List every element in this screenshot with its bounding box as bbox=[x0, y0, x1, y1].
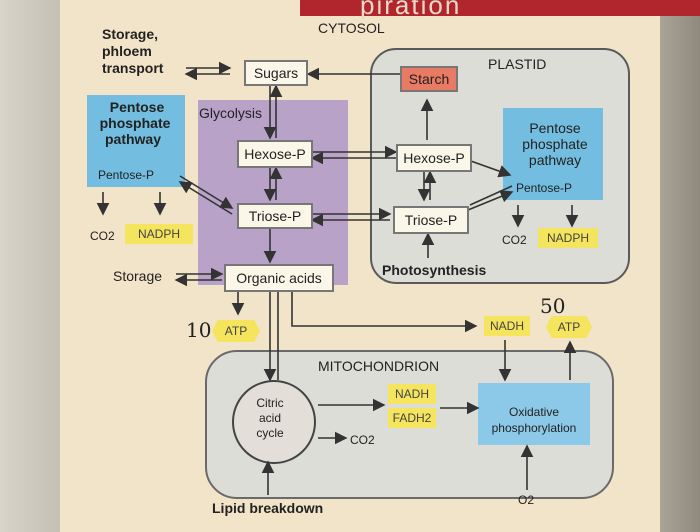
citric-line-3: cycle bbox=[256, 426, 284, 440]
o2-label: O2 bbox=[518, 493, 535, 507]
nadph-left-tag: NADPH bbox=[125, 224, 193, 244]
oxidative-line-2: phosphorylation bbox=[491, 421, 577, 435]
pentose-p-right-label: Pentose-P bbox=[516, 181, 573, 195]
glycolysis-label: Glycolysis bbox=[199, 105, 263, 121]
co2-mito-label: CO2 bbox=[350, 433, 375, 447]
photo-background-left bbox=[0, 0, 60, 532]
storage-phloem-line-3: transport bbox=[102, 60, 164, 76]
oxidative-line-1: Oxidative bbox=[508, 405, 560, 419]
storage-phloem-line-1: Storage, bbox=[102, 26, 159, 42]
triose-p-cytosol-box: Triose-P bbox=[237, 203, 313, 229]
ppp-left-line-2: phosphate bbox=[99, 115, 171, 131]
mitochondrion-label: MITOCHONDRION bbox=[318, 358, 440, 374]
citric-line-1: Citric bbox=[256, 396, 284, 410]
lipid-breakdown-label: Lipid breakdown bbox=[212, 500, 324, 516]
atp-count-left: 10 bbox=[186, 318, 212, 342]
ppp-right-line-1: Pentose bbox=[529, 120, 581, 136]
cytosol-label: CYTOSOL bbox=[318, 20, 385, 36]
atp-left-tag: ATP bbox=[212, 320, 260, 342]
title-banner bbox=[300, 0, 700, 16]
banner-text: piration bbox=[360, 0, 462, 20]
photo-background-right bbox=[660, 0, 700, 532]
sugars-box: Sugars bbox=[244, 60, 308, 86]
co2-left-label: CO2 bbox=[90, 229, 115, 243]
glycolysis-panel bbox=[198, 100, 348, 285]
pentose-p-left-label: Pentose-P bbox=[98, 168, 155, 182]
ppp-right-line-3: pathway bbox=[528, 152, 582, 168]
photosynthesis-label: Photosynthesis bbox=[382, 262, 487, 278]
hexose-p-plastid-box: Hexose-P bbox=[396, 144, 472, 172]
storage-phloem-line-2: phloem bbox=[102, 43, 152, 59]
ppp-right-line-2: phosphate bbox=[522, 136, 588, 152]
atp-top-tag: ATP bbox=[546, 316, 592, 338]
starch-box: Starch bbox=[400, 66, 458, 92]
nadh-mito-tag: NADH bbox=[388, 384, 436, 404]
co2-right-label: CO2 bbox=[502, 233, 527, 247]
ppp-left-line-1: Pentose bbox=[109, 99, 165, 115]
fadh-mito-tag: FADH2 bbox=[388, 408, 436, 428]
triose-p-plastid-box: Triose-P bbox=[393, 206, 469, 234]
storage-label: Storage bbox=[113, 268, 163, 284]
pentose-pathway-panel-cytosol bbox=[87, 95, 185, 187]
nadph-right-tag: NADPH bbox=[538, 228, 598, 248]
citric-line-2: acid bbox=[258, 411, 281, 425]
pentose-pathway-panel-plastid bbox=[503, 108, 603, 200]
oxidative-phosphorylation-panel bbox=[478, 383, 590, 445]
atp-count-right: 50 bbox=[540, 294, 566, 318]
plastid-label: PLASTID bbox=[488, 56, 547, 72]
ppp-left-line-3: pathway bbox=[104, 131, 161, 147]
hexose-p-cytosol-box: Hexose-P bbox=[237, 140, 313, 168]
nadh-top-tag: NADH bbox=[484, 316, 530, 336]
organic-acids-box: Organic acids bbox=[224, 264, 334, 292]
